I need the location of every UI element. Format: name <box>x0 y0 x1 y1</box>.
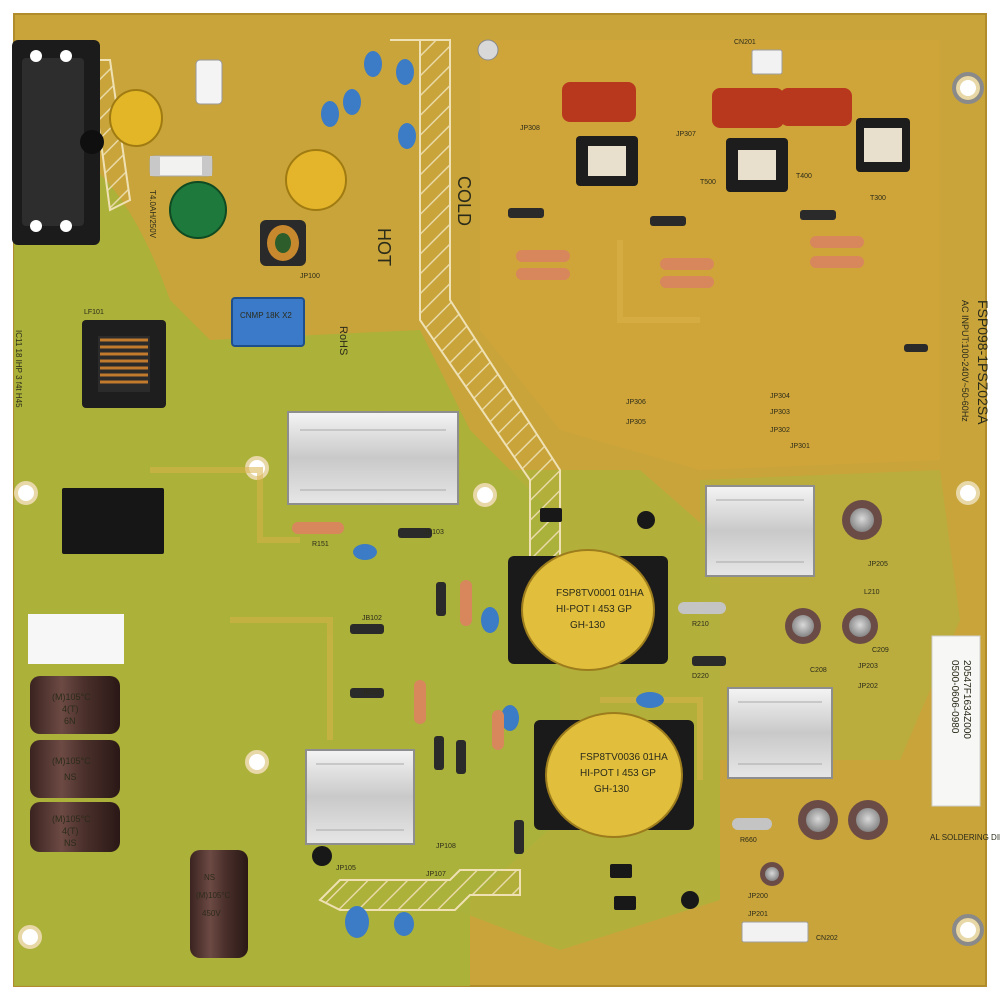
heatsink-fins <box>300 429 822 831</box>
ground-lugs <box>477 39 984 946</box>
ref-jp302: JP302 <box>770 427 790 434</box>
serial-sticker <box>931 635 981 807</box>
blank-label <box>28 614 124 664</box>
transformer2-line3: GH-130 <box>594 784 629 795</box>
varistor-disc <box>109 89 163 147</box>
ref-jp304: JP304 <box>770 393 790 400</box>
cap4-line1: NS <box>204 873 215 882</box>
sticker-serial: 20547F1634Z000 <box>961 660 972 739</box>
small-electrolytics <box>760 500 888 886</box>
ref-r660: R660 <box>740 837 757 844</box>
ref-jp100: JP100 <box>300 273 320 280</box>
choke-small <box>260 220 306 266</box>
cap2-line1: (M)105°C <box>52 756 91 766</box>
cold-label: COLD <box>454 176 474 226</box>
ac-input-connector <box>12 40 104 245</box>
ref-c209: C209 <box>872 647 889 654</box>
ref-jp105: JP105 <box>336 865 356 872</box>
fuse-rating: T4.0AH/250V <box>148 190 157 239</box>
fuse-holder <box>195 59 223 105</box>
sticker-part-number: 0500-0606-0980 <box>949 660 960 734</box>
ceramic-capacitors <box>321 51 664 938</box>
ref-t500: T500 <box>700 179 716 186</box>
varistor-disc-2 <box>285 149 347 211</box>
ref-jp303: JP303 <box>770 409 790 416</box>
cap4-line3: 450V <box>202 909 221 918</box>
cap3-line2: 4(T) <box>62 826 79 836</box>
ref-jp203: JP203 <box>858 663 878 670</box>
left-tag: IC11 18 IHP 3 f4t H45 <box>14 330 23 408</box>
ref-r151: R151 <box>312 541 329 548</box>
designators: JP100 JP105 JP107 JP108 JP200 JP201 JP20… <box>84 39 889 942</box>
x2-cap-label: CNMP 18K X2 <box>240 311 292 320</box>
transformer2-line2: HI-POT I 453 GP <box>580 768 656 779</box>
transformer2-line1: FSP8TV0036 01HA <box>580 752 668 763</box>
cap3-line3: NS <box>64 838 77 848</box>
cap1-line1: (M)105°C <box>52 692 91 702</box>
isolation-band-lower <box>318 869 521 911</box>
cap4-line2: (M)105°C <box>196 891 231 900</box>
ref-d220: D220 <box>692 673 709 680</box>
ref-r210: R210 <box>692 621 709 628</box>
cap1-line3: 6N <box>64 716 76 726</box>
output-connectors <box>741 49 809 943</box>
film-capacitors <box>562 82 852 128</box>
ref-jb100: JB100 <box>362 689 382 696</box>
ref-jp307: JP307 <box>676 131 696 138</box>
traces <box>150 240 703 780</box>
ref-jp108: JP108 <box>436 843 456 850</box>
main-transformers <box>508 549 694 838</box>
solder-direction-label: AL SOLDERING DIRECTION <box>930 833 1000 842</box>
cap3-line1: (M)105°C <box>52 814 91 824</box>
ntc-thermistor <box>169 181 227 239</box>
cap2-line2: NS <box>64 772 77 782</box>
small-transformers <box>576 118 910 192</box>
bulk-capacitors <box>30 676 248 958</box>
resistors <box>292 236 864 830</box>
ref-lf101: LF101 <box>84 309 104 316</box>
cap1-line2: 4(T) <box>62 704 79 714</box>
ref-jp200: JP200 <box>748 893 768 900</box>
ref-jp308: JP308 <box>520 125 540 132</box>
ref-jp301: JP301 <box>790 443 810 450</box>
ref-c208: C208 <box>810 667 827 674</box>
ics <box>312 508 699 910</box>
ref-jp305: JP305 <box>626 419 646 426</box>
model-label: FSP098-1PSZ02SA <box>975 300 991 425</box>
ref-jp107: JP107 <box>426 871 446 878</box>
ref-jb103: JB103 <box>424 529 444 536</box>
ref-cn202: CN202 <box>816 935 838 942</box>
ref-jp201: JP201 <box>748 911 768 918</box>
transformer-labels: FSP8TV0001 01HA HI-POT I 453 GP GH-130 F… <box>556 588 668 795</box>
ref-t400: T400 <box>796 173 812 180</box>
ref-jp306: JP306 <box>626 399 646 406</box>
rohs-label: RoHS <box>337 326 349 355</box>
bridge-rectifier <box>62 488 164 554</box>
transformer1-line2: HI-POT I 453 GP <box>556 604 632 615</box>
ref-cn201: CN201 <box>734 39 756 46</box>
ref-l210: L210 <box>864 589 880 596</box>
line-filter-lf101 <box>82 320 166 408</box>
ref-t300: T300 <box>870 195 886 202</box>
transformer1-line3: GH-130 <box>570 620 605 631</box>
heatsinks <box>287 411 833 845</box>
input-spec-label: AC INPUT:100-240V~50-60Hz <box>960 300 970 422</box>
ref-jb102: JB102 <box>362 615 382 622</box>
bulk-capacitor-text: (M)105°C 4(T) 6N (M)105°C NS (M)105°C 4(… <box>52 692 231 918</box>
hot-label: HOT <box>374 228 394 266</box>
ref-jp205: JP205 <box>868 561 888 568</box>
diodes <box>350 208 928 854</box>
x2-capacitor: CNMP 18K X2 <box>231 297 305 347</box>
fuse <box>149 155 213 177</box>
ref-jp202: JP202 <box>858 683 878 690</box>
transformer1-line1: FSP8TV0001 01HA <box>556 588 644 599</box>
